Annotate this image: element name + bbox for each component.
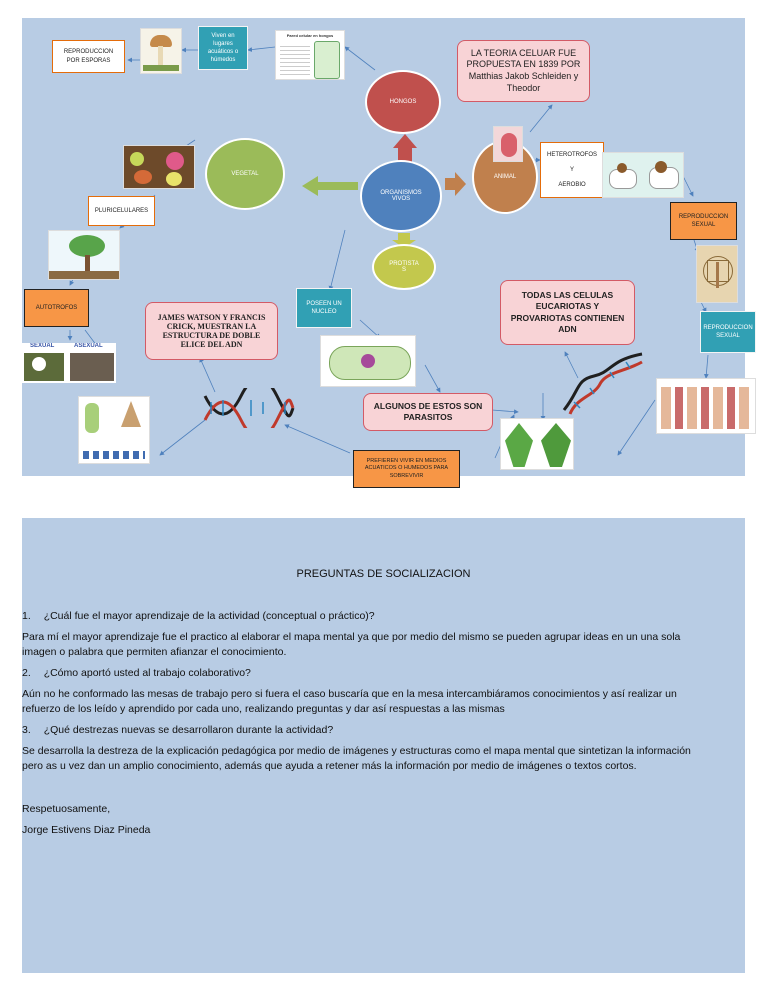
viven-lugares-box: Viven en lugares acuáticos o húmedos	[198, 26, 248, 70]
protista-bubble: PROTISTA S	[372, 244, 436, 290]
question-2-text: ¿Cómo aportó usted al trabajo colaborati…	[44, 667, 251, 679]
center-bubble: ORGANISMOS VIVOS	[360, 160, 442, 232]
teoria-celular-label: LA TEORIA CELUAR FUE PROPUESTA EN 1839 P…	[464, 48, 583, 95]
y-label: Y	[570, 166, 574, 174]
plant-reproduction-diagram	[78, 396, 150, 464]
reproduccion-esporas-box: REPRODUCCION POR ESPORAS	[52, 40, 125, 73]
hongos-label: HONGOS	[390, 99, 417, 105]
todas-celulas-label: TODAS LAS CELULAS EUCARIOTAS Y PROVARIOT…	[507, 290, 628, 334]
poseen-nucleo-label: POSEEN UN NUCLEO	[301, 300, 347, 316]
question-1-text: ¿Cuál fue el mayor aprendizaje de la act…	[44, 610, 375, 622]
question-3: 3. ¿Qué destrezas nuevas se desarrollaro…	[22, 723, 333, 738]
answer-3-line-1: Se desarrolla la destreza de la explicac…	[22, 744, 745, 759]
answer-2-line-2: refuerzo de los leído y aprendido por ca…	[22, 702, 745, 717]
reproduccion-sexual-label-1: REPRODUCCION SEXUAL	[675, 213, 732, 229]
document-panel: PREGUNTAS DE SOCIALIZACION 1. ¿Cuál fue …	[22, 518, 745, 973]
sexual-caption: SEXUAL	[30, 343, 54, 349]
question-1-number: 1.	[22, 610, 31, 622]
protista-label-2: S	[402, 267, 406, 273]
watson-crick-label: JAMES WATSON Y FRANCIS CRICK, MUESTRAN L…	[152, 313, 271, 350]
hongos-bubble: HONGOS	[365, 70, 441, 134]
dna-helix-image-2	[560, 350, 646, 416]
answer-1-line-2: imagen o palabra que permiten afianzar e…	[22, 645, 745, 660]
dna-helix-image-1	[203, 388, 295, 428]
watson-crick-box: JAMES WATSON Y FRANCIS CRICK, MUESTRAN L…	[145, 302, 278, 360]
flowers-image	[123, 145, 195, 189]
algunos-parasitos-label: ALGUNOS DE ESTOS SON PARASITOS	[370, 401, 486, 423]
author-name: Jorge Estivens Diaz Pineda	[22, 823, 150, 838]
poseen-nucleo-box: POSEEN UN NUCLEO	[296, 288, 352, 328]
answer-1: Para mí el mayor aprendizaje fue el prac…	[22, 630, 745, 660]
sexual-asexual-image: SEXUAL ASEXUAL	[22, 343, 116, 383]
answer-3: Se desarrolla la destreza de la explicac…	[22, 744, 745, 774]
prefieren-vivir-box: PREFIEREN VIVIR EN MEDIOS ACUATICOS O HU…	[353, 450, 460, 488]
question-3-number: 3.	[22, 724, 31, 736]
closing: Respetuosamente,	[22, 802, 110, 817]
teoria-celular-box: LA TEORIA CELUAR FUE PROPUESTA EN 1839 P…	[457, 40, 590, 102]
question-2-number: 2.	[22, 667, 31, 679]
human-body-systems-image	[656, 378, 756, 434]
document-title: PREGUNTAS DE SOCIALIZACION	[22, 567, 745, 582]
heterotrofos-label: HETEROTROFOS	[547, 151, 597, 159]
reproduccion-sexual-box-1: REPRODUCCION SEXUAL	[670, 202, 737, 240]
pared-celular-image: Pared celular en hongos	[275, 30, 345, 80]
question-2: 2. ¿Cómo aportó usted al trabajo colabor…	[22, 666, 251, 681]
animal-anatomy-image	[493, 126, 523, 162]
pluricelulares-box: PLURICELULARES	[88, 196, 155, 226]
question-3-text: ¿Qué destrezas nuevas se desarrollaron d…	[44, 724, 334, 736]
reproduccion-sexual-label-2: REPRODUCCION SEXUAL	[703, 324, 752, 340]
answer-3-line-2: pero as u vez dan un amplio conocimiento…	[22, 759, 745, 774]
parasite-cells-image	[500, 418, 574, 470]
prefieren-vivir-label: PREFIEREN VIVIR EN MEDIOS ACUATICOS O HU…	[358, 458, 455, 480]
reproduccion-esporas-label: REPRODUCCION POR ESPORAS	[57, 48, 120, 64]
mushroom-image	[140, 28, 182, 74]
cell-diagram-image	[320, 335, 416, 387]
vitruvian-image	[696, 245, 738, 303]
heterotrofos-box: HETEROTROFOS Y AEROBIO	[540, 142, 604, 198]
center-label: ORGANISMOS VIVOS	[377, 190, 425, 202]
question-1: 1. ¿Cuál fue el mayor aprendizaje de la …	[22, 609, 375, 624]
answer-2: Aún no he conformado las mesas de trabaj…	[22, 687, 745, 717]
pared-celular-caption: Pared celular en hongos	[276, 31, 344, 38]
algunos-parasitos-box: ALGUNOS DE ESTOS SON PARASITOS	[363, 393, 493, 431]
tree-diagram-image	[48, 230, 120, 280]
vegetal-label: VEGETAL	[231, 171, 258, 177]
asexual-caption: ASEXUAL	[74, 343, 103, 349]
answer-1-line-1: Para mí el mayor aprendizaje fue el prac…	[22, 630, 745, 645]
answer-2-line-1: Aún no he conformado las mesas de trabaj…	[22, 687, 745, 702]
vegetal-bubble: VEGETAL	[205, 138, 285, 210]
autotrofos-box: AUTOTROFOS	[24, 289, 89, 327]
pluricelulares-label: PLURICELULARES	[95, 207, 148, 215]
viven-lugares-label: Viven en lugares acuáticos o húmedos	[203, 32, 243, 64]
aerobio-label: AEROBIO	[558, 181, 585, 189]
dogs-image	[602, 152, 684, 198]
autotrofos-label: AUTOTROFOS	[36, 304, 78, 312]
todas-celulas-box: TODAS LAS CELULAS EUCARIOTAS Y PROVARIOT…	[500, 280, 635, 345]
animal-label: ANIMAL	[494, 174, 516, 180]
reproduccion-sexual-box-2: REPRODUCCION SEXUAL	[700, 311, 756, 353]
